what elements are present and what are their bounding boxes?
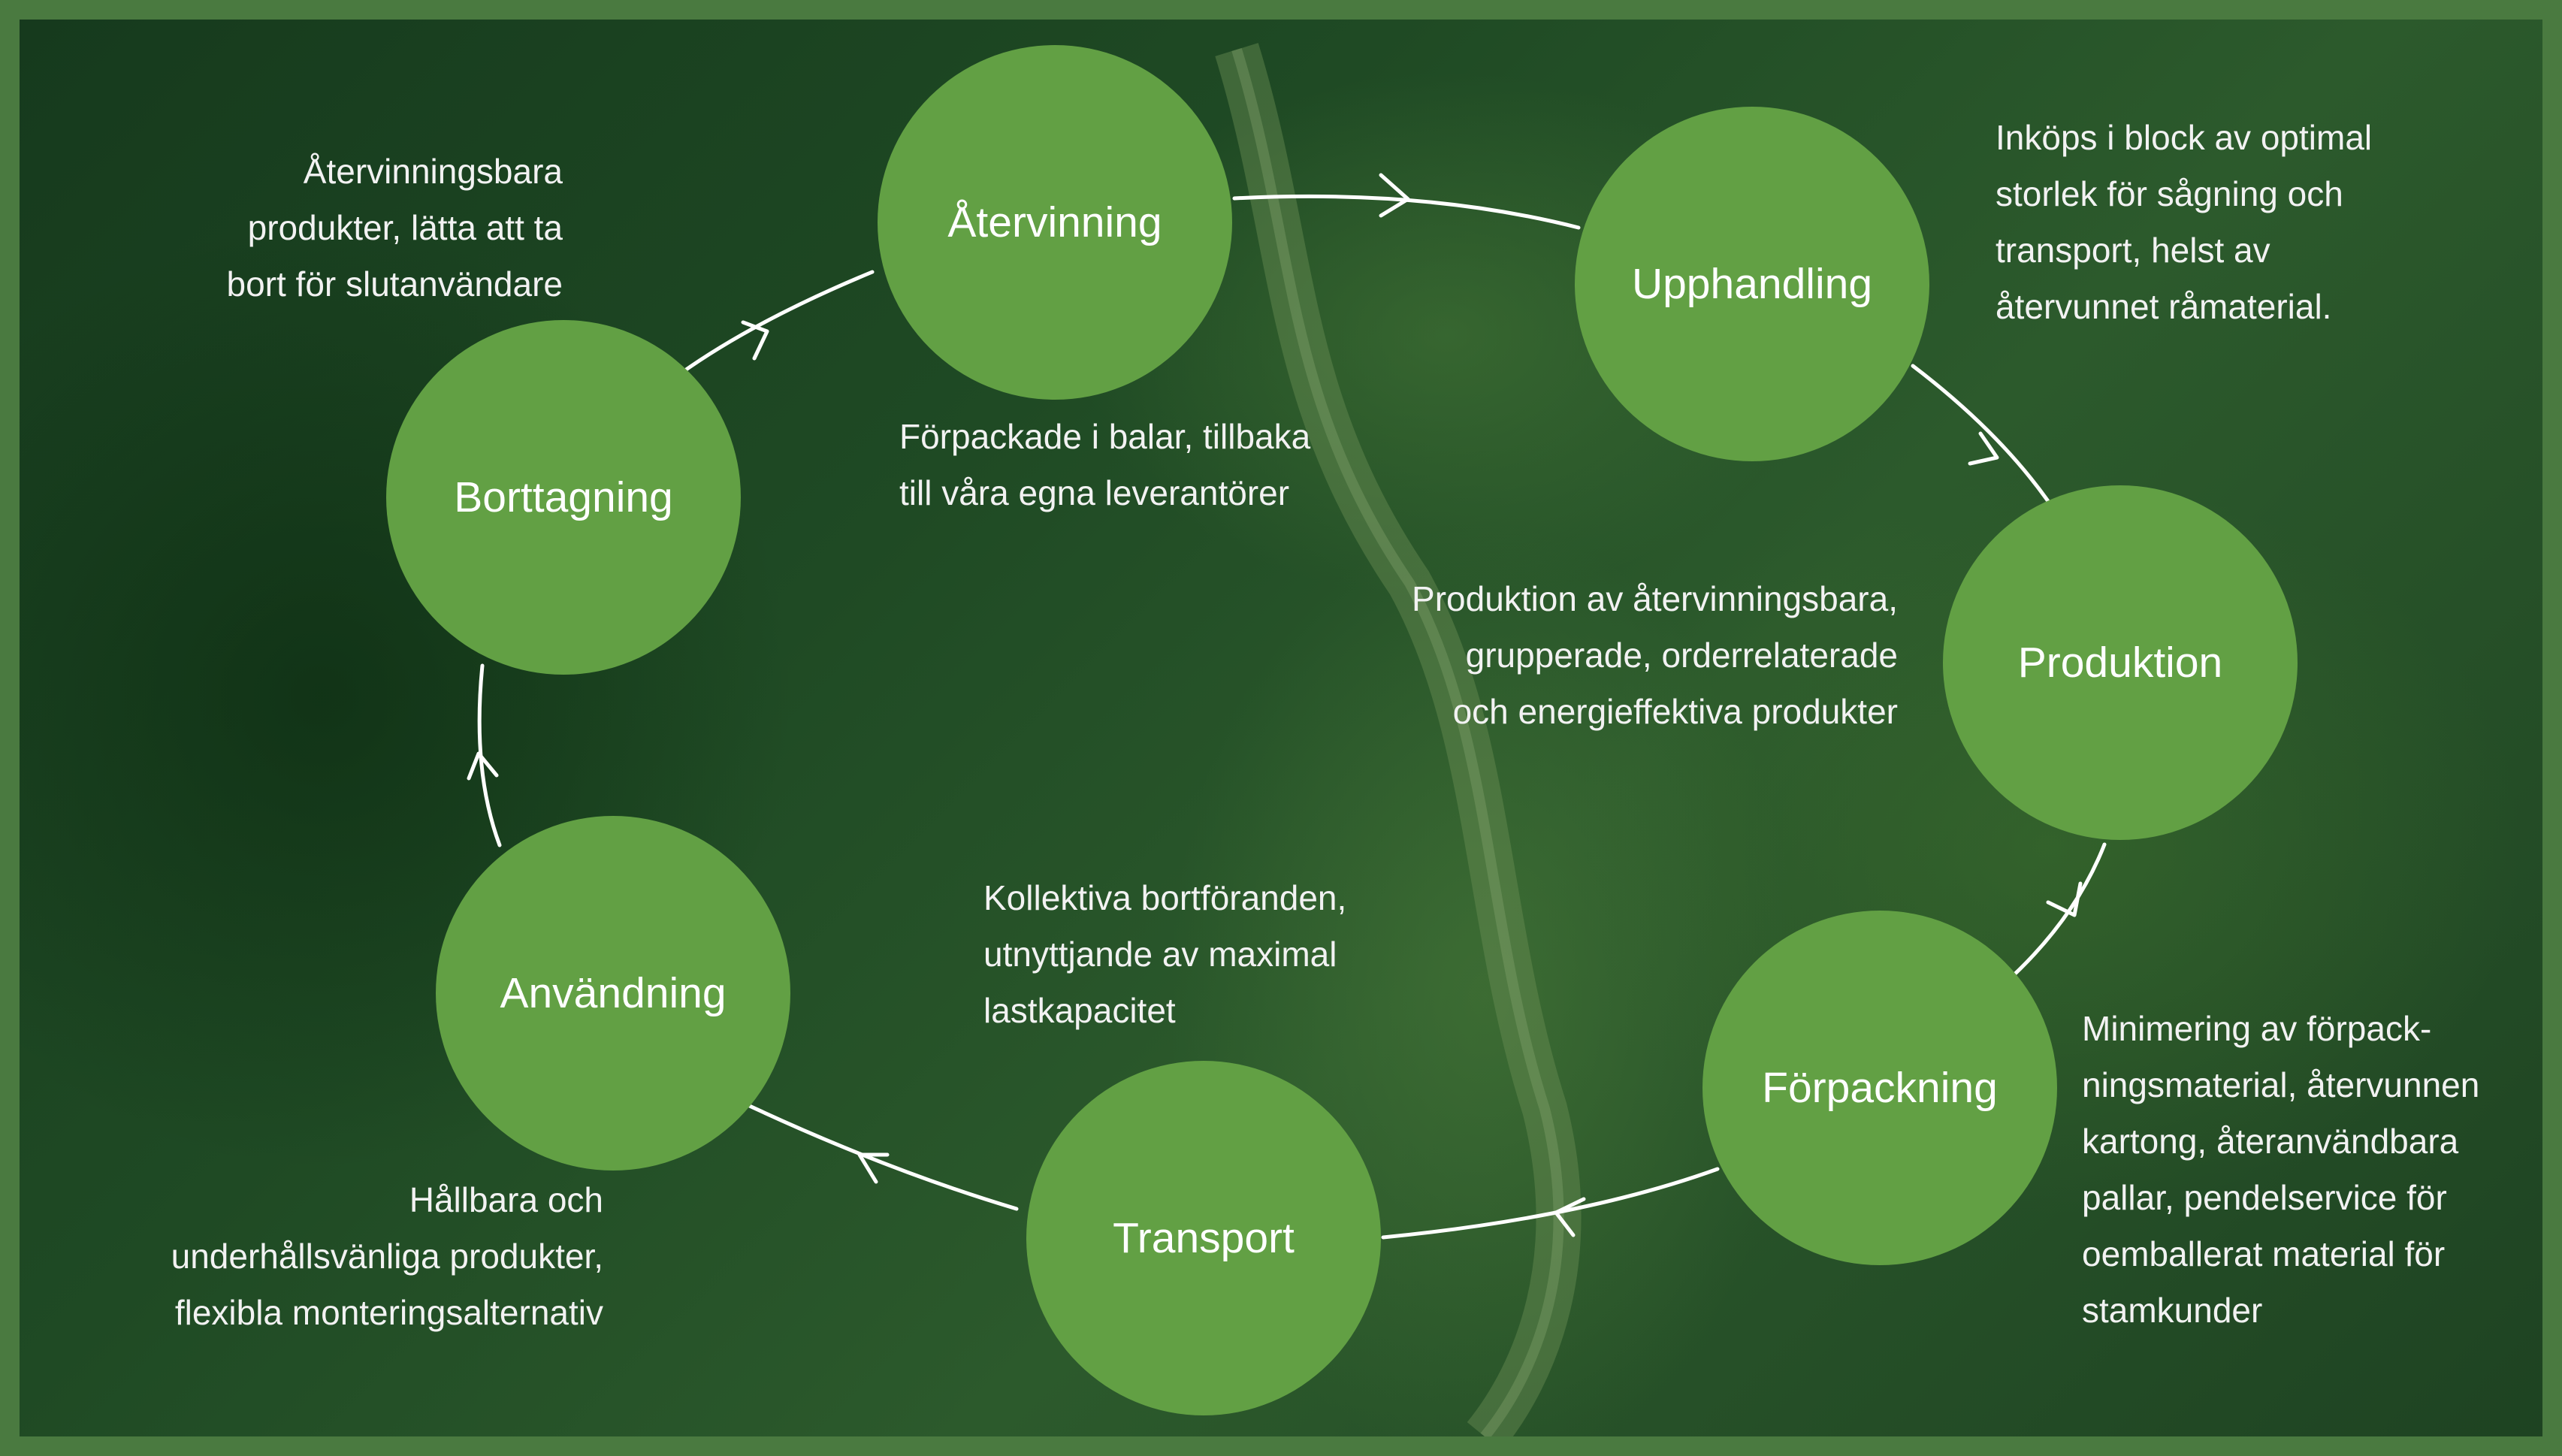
stage-forpackning: Förpackning xyxy=(1702,911,2057,1265)
arc-transport-anvandning xyxy=(739,1100,1019,1211)
desc-atervinning: Förpackade i balar, tillbaka till våra e… xyxy=(899,417,1311,512)
stage-atervinning: Återvinning xyxy=(878,45,1232,400)
arrowhead-3 xyxy=(2046,881,2083,917)
desc-upphandling: Inköps i block av optimal storlek för så… xyxy=(1996,118,2373,326)
desc-forpackning: Minimering av förpack- ningsmaterial, åt… xyxy=(2082,1009,2480,1330)
stage-transport: Transport xyxy=(1026,1061,1381,1415)
stage-produktion: Produktion xyxy=(1943,485,2298,840)
arrowhead-6 xyxy=(467,751,499,781)
desc-produktion: Produktion av återvinningsbara, gruppera… xyxy=(1412,579,1898,731)
stage-anvandning: Användning xyxy=(436,816,790,1171)
arc-forpackning-transport xyxy=(1381,1167,1720,1240)
stage-label: Upphandling xyxy=(1631,260,1873,308)
arrowhead-7 xyxy=(741,320,769,361)
stage-label: Transport xyxy=(1113,1214,1295,1262)
cycle-diagram: Återvinning Upphandling Produktion Förpa… xyxy=(20,20,2542,1436)
arc-produktion-forpackning xyxy=(2001,842,2107,987)
stage-borttagning: Borttagning xyxy=(386,320,741,675)
arrowhead-4 xyxy=(1554,1197,1586,1237)
stage-label: Återvinning xyxy=(947,198,1162,246)
desc-anvandning: Hållbara och underhållsvänliga produkter… xyxy=(171,1180,603,1332)
stage-label: Produktion xyxy=(2017,639,2223,687)
desc-borttagning: Återvinningsbara produkter, lätta att ta… xyxy=(226,152,563,304)
arrowhead-5 xyxy=(857,1152,890,1184)
stage-upphandling: Upphandling xyxy=(1575,107,1929,461)
arrowhead-1 xyxy=(1379,173,1410,218)
background-trail xyxy=(1215,43,1582,1436)
arc-anvandning-borttagning xyxy=(477,663,502,847)
arc-atervinning-upphandling xyxy=(1232,194,1581,230)
arrowhead-2 xyxy=(1968,431,1999,466)
cycle-arrows xyxy=(467,173,2107,1240)
desc-transport: Kollektiva bortföranden, utnyttjande av … xyxy=(983,878,1347,1030)
stage-label: Användning xyxy=(500,969,727,1017)
arc-borttagning-atervinning xyxy=(678,270,875,376)
stage-label: Borttagning xyxy=(454,473,673,521)
stage-label: Förpackning xyxy=(1762,1064,1998,1112)
